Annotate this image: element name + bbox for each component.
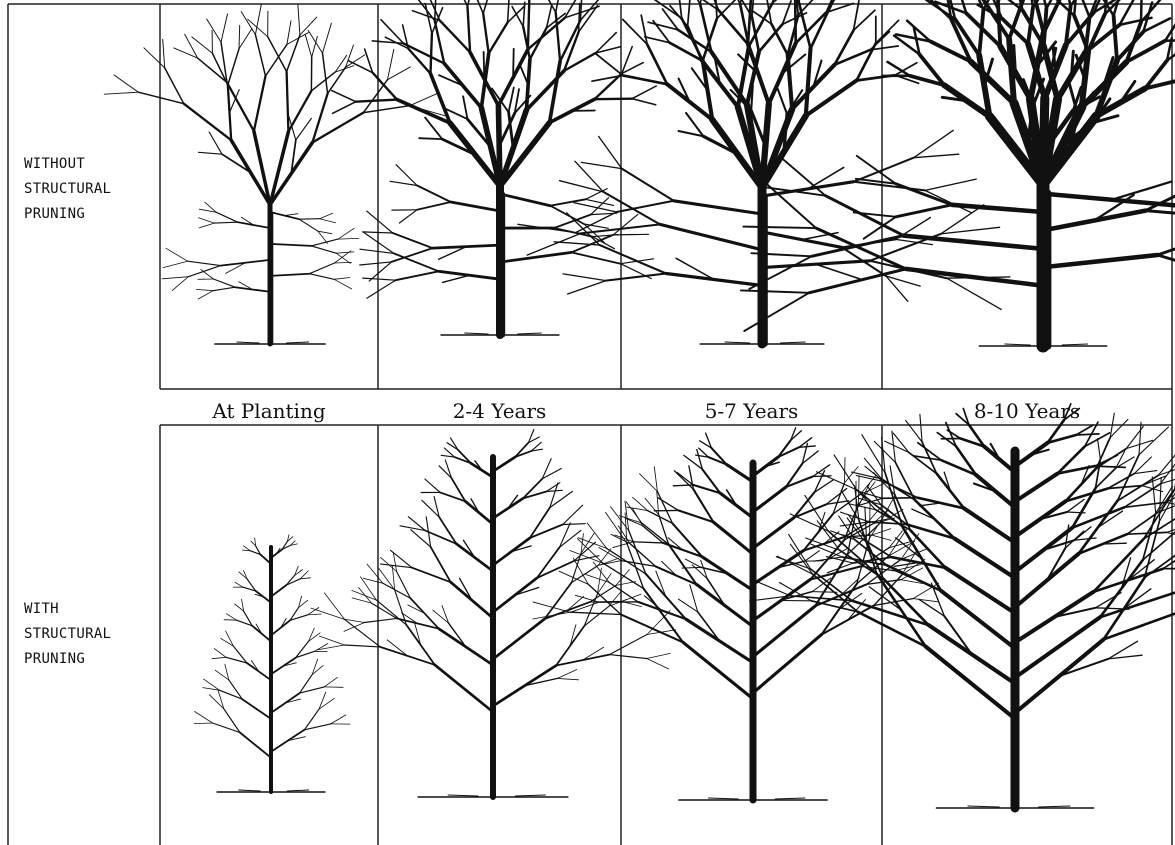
stage-label-2-4-years: 2-4 Years — [378, 394, 621, 428]
tree-unpruned-5-7-years — [518, 0, 1010, 344]
stage-label-5-7-years: 5-7 Years — [621, 394, 882, 428]
row-label-line: WITH — [24, 597, 160, 622]
row-label-line: WITHOUT — [24, 152, 160, 177]
row-label-line: STRUCTURAL — [24, 622, 160, 647]
tree-unpruned-2-4-years — [332, 0, 657, 335]
row-label-line: STRUCTURAL — [24, 177, 160, 202]
row-label-line: PRUNING — [24, 647, 160, 672]
row-label-with-pruning: WITH STRUCTURAL PRUNING — [24, 597, 160, 672]
row-label-without-pruning: WITHOUT STRUCTURAL PRUNING — [24, 152, 160, 227]
tree-unpruned-8-10-years — [741, 0, 1175, 346]
stage-label-at-planting: At Planting — [160, 394, 378, 428]
tree-pruned-5-7-years — [533, 428, 939, 800]
stage-label-8-10-years: 8-10 Years — [882, 394, 1172, 428]
tree-pruned-at-planting — [194, 535, 350, 792]
row-label-line: PRUNING — [24, 202, 160, 227]
